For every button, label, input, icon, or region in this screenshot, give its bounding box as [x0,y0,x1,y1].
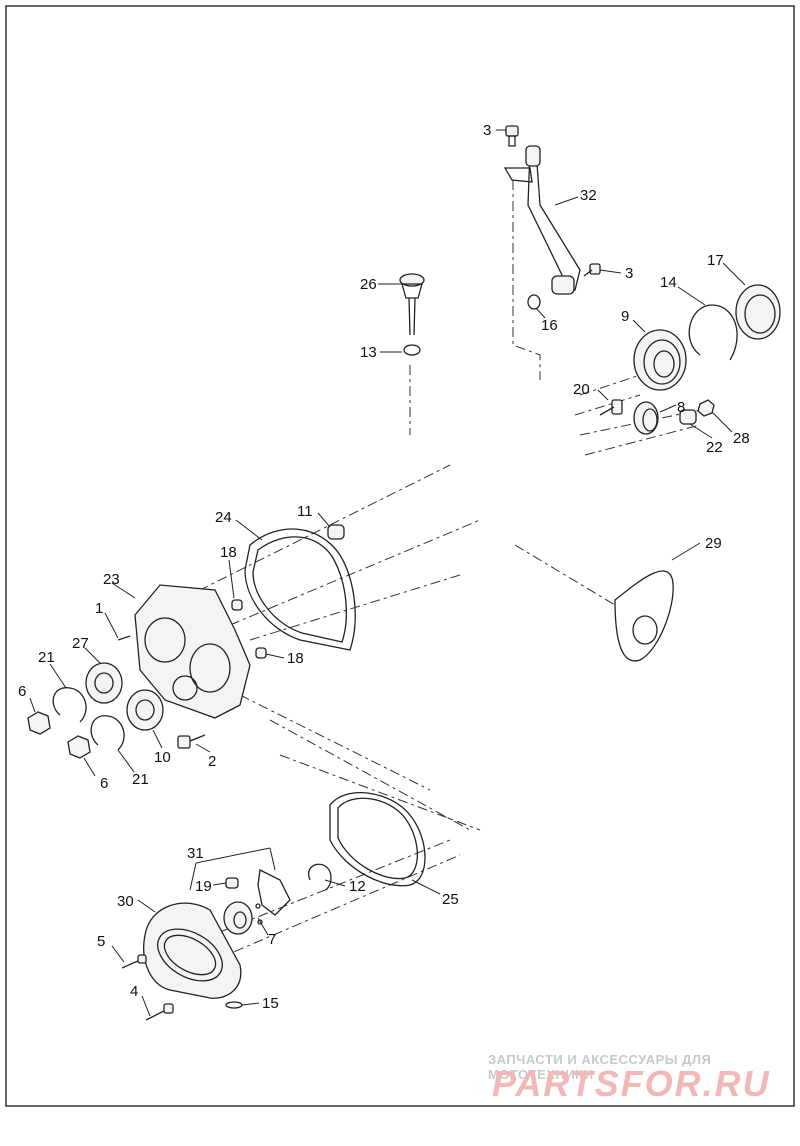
shift-rod-32 [503,145,581,295]
callout-3-top: 3 [483,122,491,139]
callout-27: 27 [72,635,89,652]
diagram-frame [5,5,795,1107]
snap-ring-21-bottom [90,715,125,751]
watermark-logo: PARTSFOR.RU [492,1063,771,1104]
screw-4 [145,1003,174,1021]
callout-26: 26 [360,276,377,293]
nut-6-top [27,711,51,735]
dowel-18-top [231,599,243,611]
callout-16: 16 [541,317,558,334]
callout-1: 1 [95,600,103,617]
gasket-24 [244,528,356,651]
gasket-29 [614,570,674,662]
nut-6-bottom [67,735,91,759]
callout-13: 13 [360,344,377,361]
watermark-tagline: ЗАПЧАСТИ И АКСЕССУАРЫ ДЛЯ МОТОТЕХНИКИ [488,1052,712,1082]
callout-5: 5 [97,933,105,950]
callout-4: 4 [130,983,138,1000]
bolt-2 [177,734,206,749]
callout-6-top: 6 [18,683,26,700]
callout-21-top: 21 [38,649,55,666]
snap-ring-21-top [52,687,87,723]
seal-17 [735,284,781,340]
housing-23 [134,584,251,719]
retaining-ring-14 [688,304,738,361]
callout-14: 14 [660,274,677,291]
bearing-27 [85,662,123,704]
pin-1 [117,635,131,641]
callout-18-bottom: 18 [287,650,304,667]
bolt-20 [599,399,623,416]
plug-26 [399,273,425,336]
callout-20: 20 [573,381,590,398]
dowel-11 [327,524,345,540]
callout-7: 7 [268,931,276,948]
callout-6-bottom: 6 [100,775,108,792]
callout-2: 2 [208,753,216,770]
callout-9: 9 [621,308,629,325]
callout-23: 23 [103,571,120,588]
callout-29: 29 [705,535,722,552]
screw-3-mid [583,263,601,277]
screw-3-top [505,125,519,147]
callout-28: 28 [733,430,750,447]
o-ring-15 [225,1001,243,1009]
nut-28 [697,399,715,417]
callout-21-bottom: 21 [132,771,149,788]
callout-10: 10 [154,749,171,766]
o-ring-16 [527,294,541,310]
shift-assembly-31 [223,869,291,935]
callout-17: 17 [707,252,724,269]
dowel-18-bottom [255,647,267,659]
callout-19: 19 [195,878,212,895]
callout-labels: 1 2 3 3 4 5 6 6 7 8 9 10 11 12 13 14 15 … [18,122,750,1012]
bearing-9 [633,329,687,391]
sleeve-22 [679,409,697,425]
gasket-25 [329,792,426,887]
screw-5 [121,954,147,969]
alignment-lines [179,180,701,961]
callout-24: 24 [215,509,232,526]
needle-bearing-8 [633,401,659,435]
callout-8: 8 [677,399,685,416]
callout-3-mid: 3 [625,265,633,282]
callout-25: 25 [442,891,459,908]
callout-18-top: 18 [220,544,237,561]
bearing-10 [126,689,164,731]
callout-15: 15 [262,995,279,1012]
o-ring-13 [403,344,421,356]
callout-12: 12 [349,878,366,895]
callout-31: 31 [187,845,204,862]
cover-30 [143,902,242,999]
callout-11: 11 [297,503,313,520]
leader-lines [29,129,746,1017]
callout-30: 30 [117,893,134,910]
snap-ring-12 [308,863,332,891]
callout-22: 22 [706,439,723,456]
callout-32: 32 [580,187,597,204]
